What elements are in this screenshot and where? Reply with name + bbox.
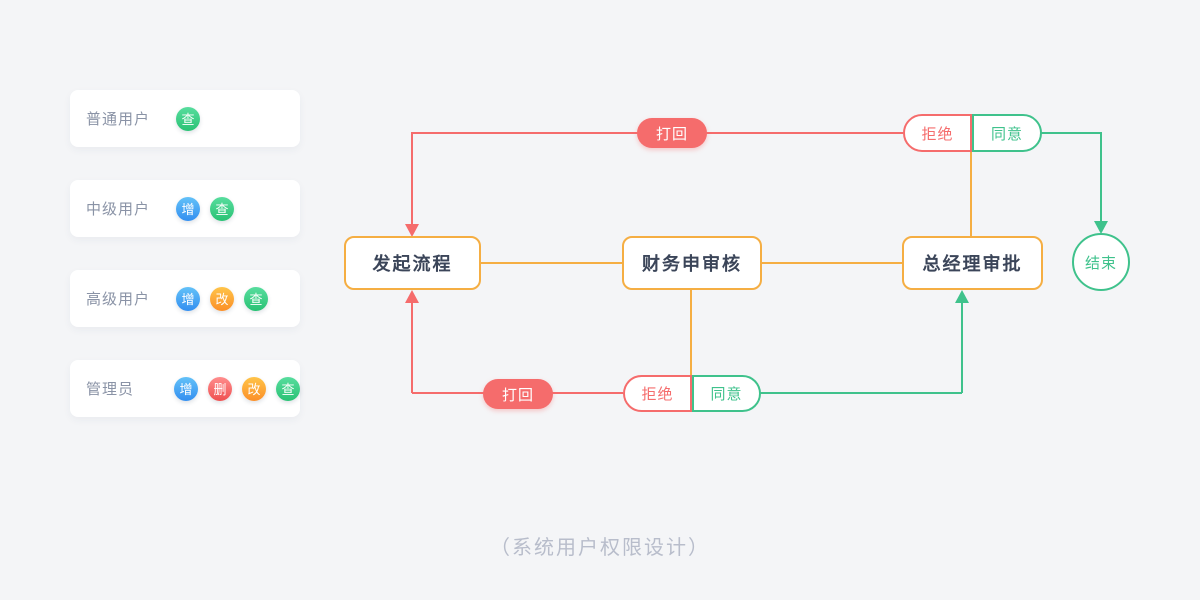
approve-pill-top: 同意 [972, 114, 1042, 152]
card-label: 中级用户 [86, 201, 151, 218]
delete-badge: 删 [208, 376, 232, 401]
arrow-down-into-start-icon [405, 224, 419, 237]
arrow-down-into-end-icon [1094, 221, 1108, 234]
approve-pill-bottom: 同意 [692, 375, 761, 412]
approve-line-bottom-horizontal [760, 392, 962, 394]
diagram-caption: （系统用户权限设计） [490, 537, 710, 559]
permission-card-admin: 管理员 增 删 改 查 [70, 360, 300, 417]
edit-badge: 改 [242, 376, 266, 401]
query-badge: 查 [176, 106, 200, 131]
node-finance-review: 财务申审核 [622, 236, 762, 290]
add-badge: 增 [176, 286, 200, 311]
sendback-pill-bottom: 打回 [483, 379, 553, 409]
node-start-process: 发起流程 [344, 236, 481, 290]
badge-group: 查 [176, 106, 200, 131]
arrow-up-into-start-icon [405, 290, 419, 303]
badge-group: 增 查 [176, 196, 234, 221]
add-badge: 增 [174, 376, 198, 401]
approve-line-top-horizontal [1040, 132, 1102, 134]
query-badge: 查 [276, 376, 300, 401]
permission-card-normal-user: 普通用户 查 [70, 90, 300, 147]
approve-line-top-vertical [1100, 132, 1102, 222]
approve-line-bottom-vertical [961, 302, 963, 393]
arrow-up-into-manager-icon [955, 290, 969, 303]
permission-card-senior-user: 高级用户 增 改 查 [70, 270, 300, 327]
card-label: 高级用户 [86, 291, 151, 308]
query-badge: 查 [210, 196, 234, 221]
permission-card-mid-user: 中级用户 增 查 [70, 180, 300, 237]
edit-badge: 改 [210, 286, 234, 311]
sendback-line-top-vertical [411, 132, 413, 225]
connector-start-to-finance [481, 262, 622, 264]
connector-manager-to-top-decision [970, 150, 972, 236]
add-badge: 增 [176, 196, 200, 221]
badge-group: 增 改 查 [176, 286, 268, 311]
sendback-pill-top: 打回 [637, 118, 707, 148]
badge-group: 增 删 改 查 [174, 376, 300, 401]
reject-pill-bottom: 拒绝 [623, 375, 692, 412]
card-label: 管理员 [86, 381, 135, 398]
connector-finance-to-bottom-decision [690, 290, 692, 376]
query-badge: 查 [244, 286, 268, 311]
node-end: 结束 [1072, 233, 1130, 291]
node-manager-approval: 总经理审批 [902, 236, 1043, 290]
reject-pill-top: 拒绝 [903, 114, 972, 152]
card-label: 普通用户 [86, 111, 151, 128]
connector-finance-to-manager [762, 262, 902, 264]
sendback-line-bottom-vertical [411, 302, 413, 393]
